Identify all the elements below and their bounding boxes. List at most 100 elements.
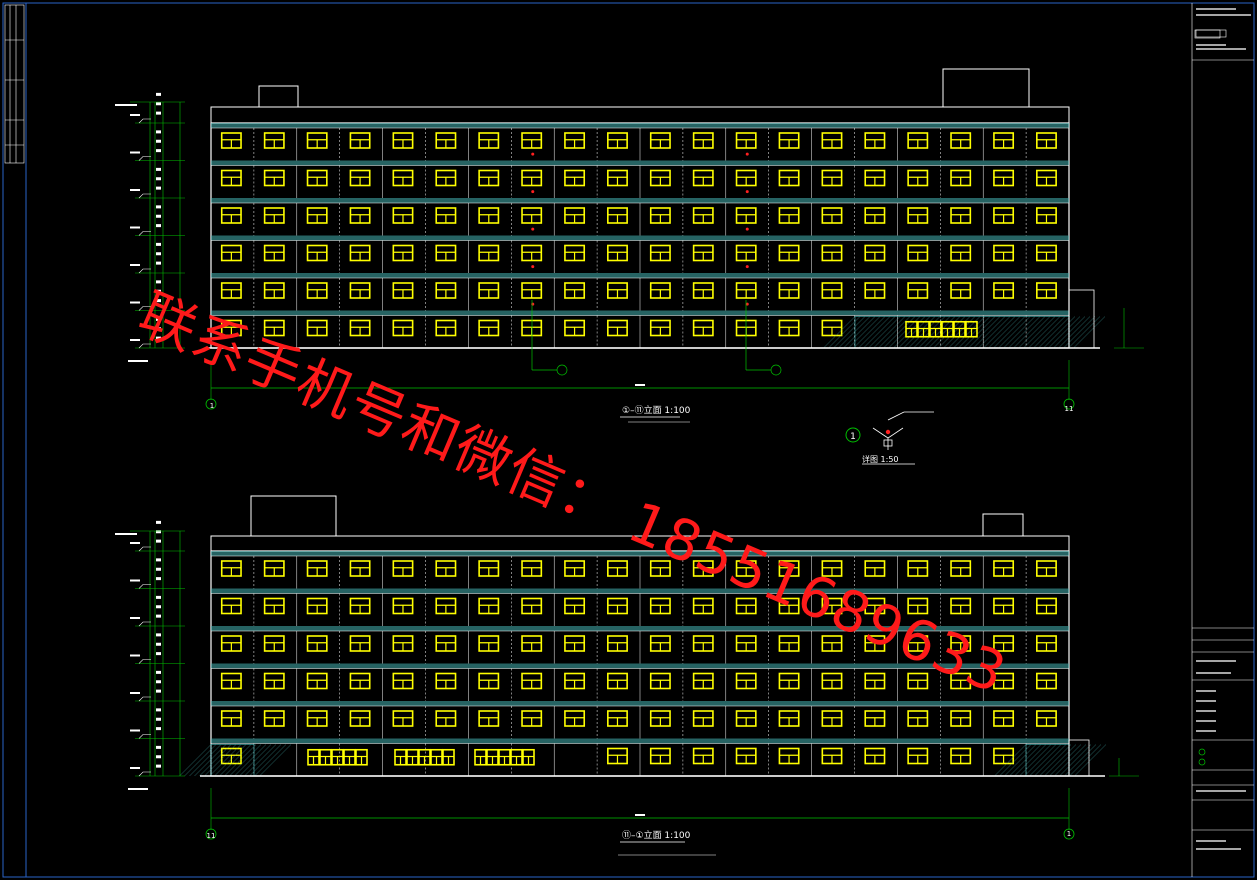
window: [993, 132, 1015, 149]
detail-title: 详图 1:50: [862, 454, 899, 464]
window: [692, 244, 714, 262]
window: [306, 710, 328, 727]
window: [649, 560, 671, 577]
window: [343, 748, 356, 766]
north-axis-end-label: 11: [1065, 405, 1074, 413]
window: [1036, 282, 1057, 299]
window: [418, 748, 431, 766]
window: [521, 672, 543, 690]
window: [521, 169, 543, 187]
window: [349, 169, 371, 187]
window: [349, 635, 371, 652]
window: [478, 207, 500, 224]
north-axis-start-label: 1: [210, 402, 214, 410]
window: [778, 635, 800, 652]
floor-slab-band: [211, 738, 1069, 744]
window: [917, 320, 930, 338]
window: [564, 244, 586, 262]
window: [521, 207, 543, 224]
window: [521, 710, 543, 727]
window: [692, 560, 714, 577]
window: [692, 282, 714, 299]
window: [907, 710, 929, 727]
window: [1036, 244, 1057, 262]
window: [607, 319, 628, 337]
window: [993, 635, 1015, 652]
window: [864, 710, 886, 727]
floor-slab-band: [211, 626, 1069, 631]
window: [607, 635, 628, 652]
window: [1036, 635, 1057, 652]
window: [950, 207, 972, 224]
window: [392, 207, 414, 224]
window: [864, 672, 886, 690]
window: [953, 320, 966, 338]
window: [907, 244, 929, 262]
window: [349, 560, 371, 577]
window: [435, 635, 457, 652]
window: [735, 282, 757, 299]
south-elevation-title: ⑪–①立面 1:100: [622, 829, 691, 841]
window: [607, 597, 628, 615]
window: [306, 672, 328, 690]
window: [263, 207, 285, 224]
window: [430, 748, 443, 766]
window: [478, 710, 500, 727]
window: [778, 597, 800, 615]
window: [864, 244, 886, 262]
window: [220, 672, 242, 690]
window: [649, 132, 671, 149]
south-axis-end-label: 1: [1067, 830, 1071, 838]
window: [564, 169, 586, 187]
window: [929, 320, 942, 338]
window: [263, 560, 285, 577]
window: [319, 748, 332, 766]
window: [993, 747, 1015, 765]
south-elevation: [115, 495, 1139, 840]
window: [564, 207, 586, 224]
window: [821, 244, 843, 262]
window: [306, 282, 328, 299]
window: [564, 560, 586, 577]
window: [478, 169, 500, 187]
window: [498, 748, 511, 766]
window: [349, 710, 371, 727]
window: [649, 672, 671, 690]
window: [306, 244, 328, 262]
window: [649, 207, 671, 224]
ground-hatch: [994, 744, 1107, 777]
window: [349, 207, 371, 224]
window: [435, 207, 457, 224]
window: [778, 244, 800, 262]
window: [306, 169, 328, 187]
window: [607, 710, 628, 727]
window: [564, 282, 586, 299]
window: [692, 597, 714, 615]
window: [950, 169, 972, 187]
window: [220, 747, 242, 765]
window: [778, 710, 800, 727]
window: [564, 319, 586, 337]
window: [864, 282, 886, 299]
window: [435, 244, 457, 262]
window: [907, 635, 929, 652]
window: [950, 672, 972, 690]
parapet: [210, 535, 1070, 552]
window: [220, 319, 242, 337]
window: [778, 747, 800, 765]
window: [692, 169, 714, 187]
window: [521, 132, 543, 149]
window: [821, 132, 843, 149]
floor-slab-band: [211, 310, 1069, 316]
window: [993, 169, 1015, 187]
window: [821, 319, 843, 337]
window: [1036, 132, 1057, 149]
floor-slab-band: [211, 235, 1069, 241]
roof-structure: [258, 85, 299, 108]
window: [220, 560, 242, 577]
window: [993, 207, 1015, 224]
window: [220, 282, 242, 299]
window: [735, 672, 757, 690]
